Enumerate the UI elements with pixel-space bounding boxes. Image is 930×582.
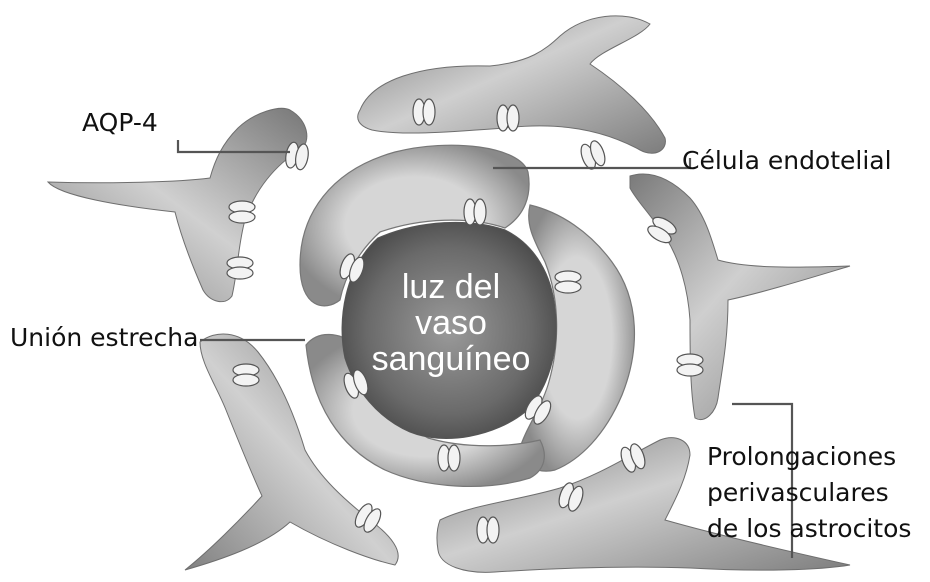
vessel-lumen: luz del vaso sanguíneo [341, 221, 557, 439]
astrocyte-process-top [357, 15, 666, 154]
endothelial-cell-leader-line [493, 158, 692, 170]
astrocyte-label-line2: perivasculares [707, 478, 889, 507]
astrocyte-label-line3: de los astrocitos [707, 514, 911, 543]
endothelial-cell-label: Célula endotelial [682, 146, 892, 175]
aqp4-channel [412, 98, 436, 126]
aqp4-channel [343, 369, 369, 399]
aqp4-channel [524, 395, 552, 425]
aqp4-channel [437, 444, 461, 472]
aqp4-channel [232, 363, 260, 387]
aqp4-channel [285, 141, 309, 171]
aqp4-channel [463, 198, 487, 226]
aqp4-label: AQP-4 [82, 108, 158, 137]
aqp4-channel [554, 270, 582, 294]
aqp4-leader-line [176, 140, 290, 154]
astrocyte-process-right [629, 173, 851, 420]
aqp4-channel [339, 253, 365, 283]
endothelial-cell-top [299, 144, 530, 307]
aqp4-channel [647, 216, 677, 244]
aqp4-channel [476, 516, 500, 544]
lumen-label-line2: vaso [415, 304, 487, 342]
astrocyte-process-lower-left [184, 333, 399, 571]
aqp4-channel [620, 443, 646, 473]
tight-junction-label: Unión estrecha [10, 323, 198, 352]
lumen-label-line1: luz del [402, 268, 500, 306]
aqp4-channel-group [226, 98, 704, 544]
aqp4-channel [676, 353, 704, 377]
aqp4-channel [354, 503, 382, 533]
aqp4-channel [496, 104, 520, 132]
aqp4-channel [558, 482, 584, 512]
aqp4-channel [226, 256, 254, 280]
aqp4-channel [228, 200, 256, 224]
aqp4-channel [580, 140, 606, 170]
astrocyte-process-upper-left [46, 107, 308, 303]
astrocyte-process-bottom [436, 437, 851, 573]
astrocyte-label-line1: Prolongaciones [707, 442, 896, 471]
lumen-label-line3: sanguíneo [372, 340, 531, 378]
astrocyte-leader-line [732, 402, 794, 558]
